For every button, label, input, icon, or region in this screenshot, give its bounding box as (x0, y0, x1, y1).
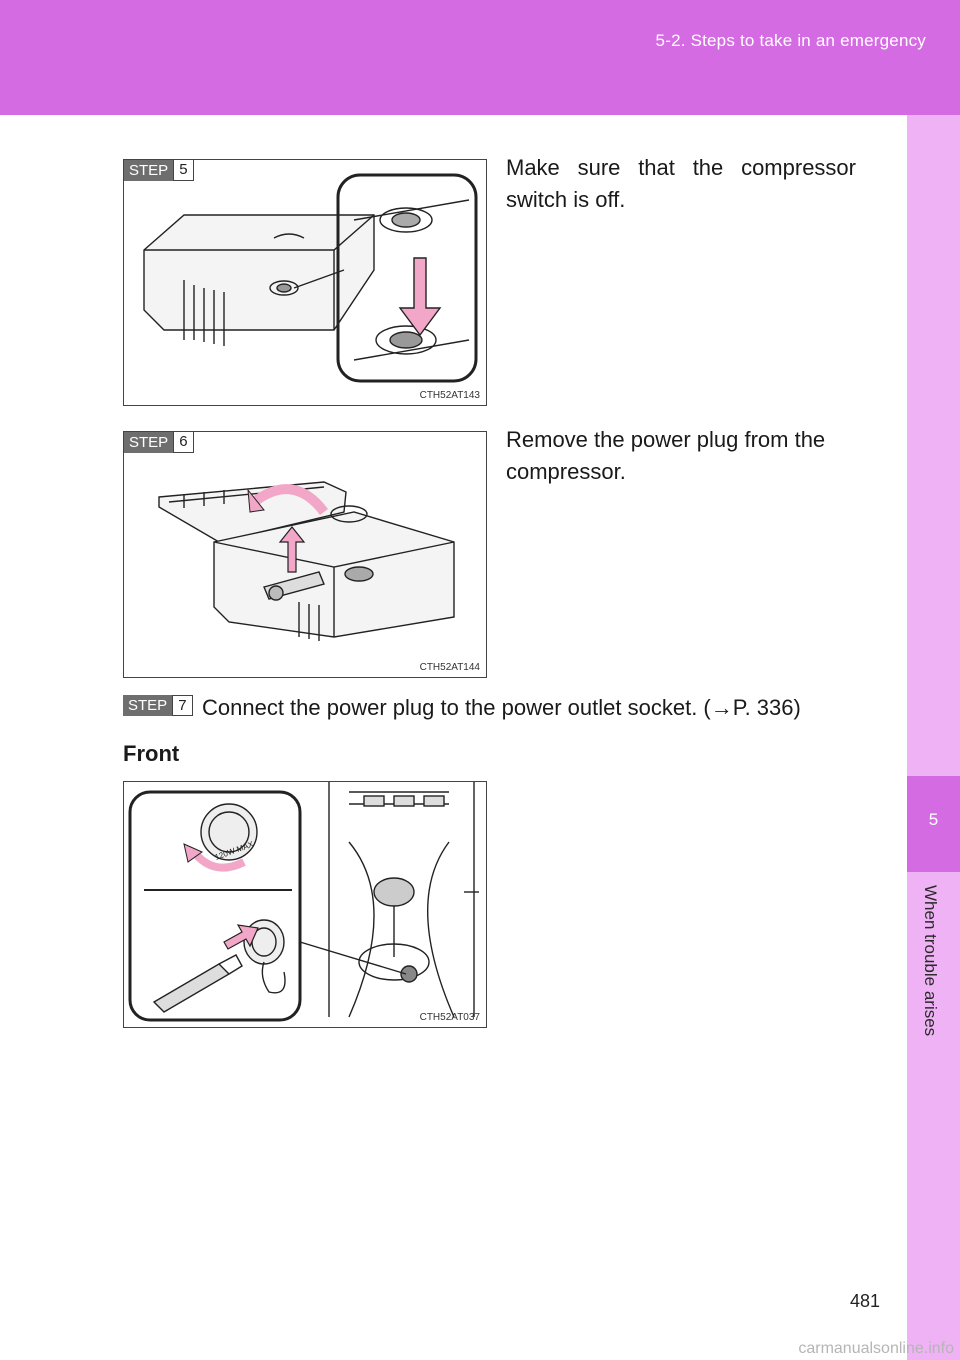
power-outlet-illustration: 120W MAX (128, 782, 479, 1022)
front-figure: 120W MAX CTH52AT037 (123, 781, 487, 1028)
chapter-number: 5 (928, 810, 939, 829)
step-word: STEP (124, 432, 174, 453)
step5-figure: STEP 5 CTH52AT143 (123, 159, 487, 406)
step5-text: Make sure that the compressor switch is … (506, 155, 856, 212)
step6-text: Remove the power plug from the compresso… (506, 427, 826, 484)
step-word: STEP (123, 695, 173, 716)
figure-code: CTH52AT144 (419, 662, 480, 673)
section-title: 5-2. Steps to take in an emergency (655, 31, 926, 50)
step-word: STEP (124, 160, 174, 181)
step6-label: STEP 6 (124, 432, 194, 453)
side-tab (907, 115, 960, 1360)
compressor-switch-illustration (143, 173, 478, 383)
step-number: 5 (173, 160, 194, 181)
header-band (0, 0, 960, 115)
step-number: 7 (172, 695, 193, 716)
step5-label: STEP 5 (124, 160, 194, 181)
watermark: carmanualsonline.info (798, 1340, 954, 1357)
figure-code: CTH52AT037 (419, 1012, 480, 1023)
chapter-title: When trouble arises (921, 885, 940, 1037)
step7-text: Connect the power plug to the power outl… (202, 695, 801, 720)
front-heading: Front (123, 741, 180, 766)
power-plug-removal-illustration (158, 481, 455, 641)
page-number: 481 (850, 1291, 881, 1311)
figure-code: CTH52AT143 (419, 390, 480, 401)
step7-label: STEP 7 (123, 695, 193, 716)
side-tab-chapter-marker (907, 776, 960, 872)
step-number: 6 (173, 432, 194, 453)
step6-figure: STEP 6 CTH52AT144 (123, 431, 487, 678)
